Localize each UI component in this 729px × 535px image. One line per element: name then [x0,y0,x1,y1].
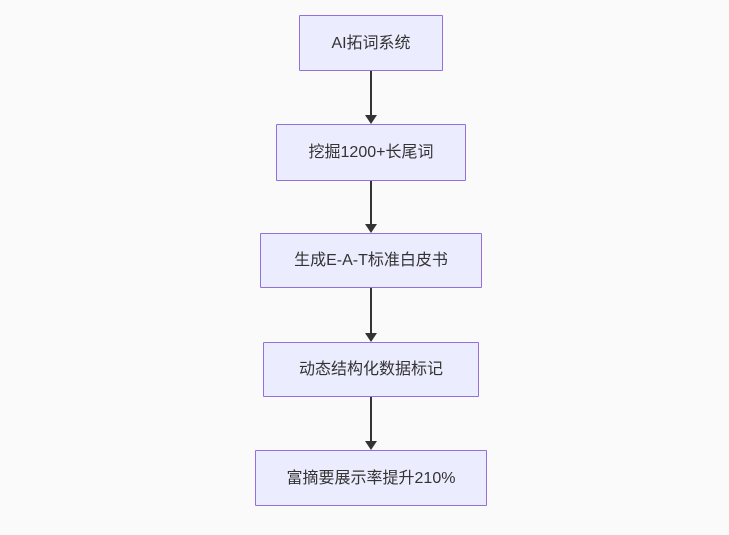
flow-node-label: 富摘要展示率提升210% [286,469,456,487]
flow-node-label: 动态结构化数据标记 [298,361,443,378]
arrowhead-down-icon [365,441,377,450]
flow-node-structured-data-markup: 动态结构化数据标记 [263,342,479,397]
flow-node-label: 生成E-A-T标准白皮书 [294,252,448,269]
flow-edge-c-d [364,288,378,342]
flow-edge-d-e [364,397,378,450]
edge-line [370,397,372,442]
flow-node-rich-snippet-uplift: 富摘要展示率提升210% [255,450,487,506]
edge-line [370,71,372,116]
edge-line [370,288,372,334]
flow-node-eat-whitepaper: 生成E-A-T标准白皮书 [260,233,482,288]
flow-node-longtail-mining: 挖掘1200+长尾词 [276,124,466,181]
arrowhead-down-icon [365,333,377,342]
edge-line [370,181,372,225]
arrowhead-down-icon [365,115,377,124]
flow-edge-a-b [364,71,378,124]
flow-edge-b-c [364,181,378,233]
flow-node-label: AI拓词系统 [331,34,411,52]
flow-node-ai-word-expansion: AI拓词系统 [299,15,443,71]
flow-node-label: 挖掘1200+长尾词 [308,144,434,161]
arrowhead-down-icon [365,224,377,233]
